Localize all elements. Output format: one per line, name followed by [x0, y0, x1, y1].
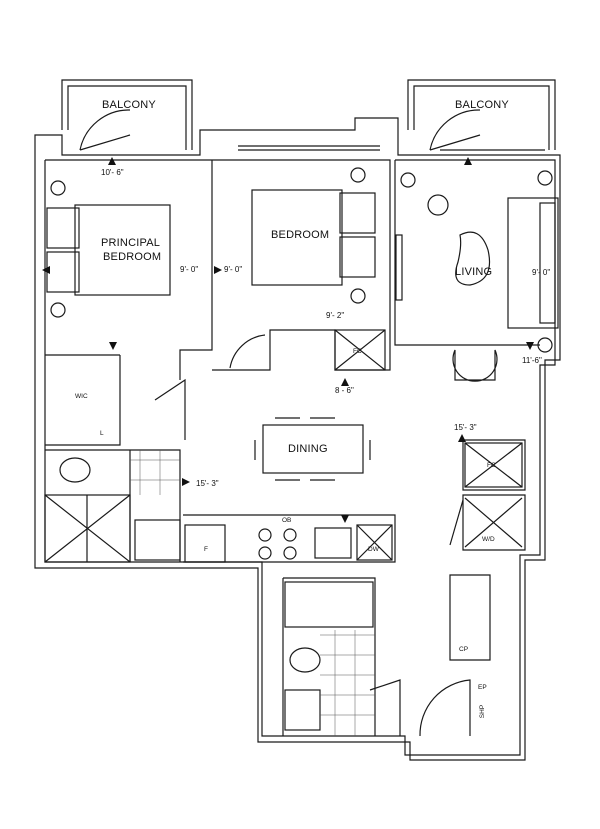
hall-fc	[464, 442, 523, 488]
dim-right-closet: 15'- 3"	[454, 423, 477, 432]
label-ep: EP	[478, 684, 487, 691]
dim-fc-top: 9'- 2"	[326, 311, 345, 320]
wall-bath2	[282, 577, 376, 736]
wall-fc-hall	[462, 439, 526, 491]
label-cp: CP	[459, 646, 469, 653]
principal-side-table-top	[46, 207, 80, 249]
burner-2	[283, 528, 297, 542]
dishwasher	[356, 524, 393, 561]
dining-chairs	[254, 417, 371, 481]
label-linen: L	[100, 430, 104, 437]
door-bedroom	[229, 334, 266, 369]
label-principal-bedroom-2: BEDROOM	[103, 251, 162, 263]
marker	[214, 266, 222, 274]
label-wic: WIC	[75, 393, 88, 400]
burner-4	[283, 546, 297, 560]
burner-3	[258, 546, 272, 560]
balcony-right-door	[429, 109, 481, 151]
wall-wd	[462, 494, 526, 551]
column-markers	[50, 167, 553, 353]
burner-1	[258, 528, 272, 542]
sink	[314, 527, 352, 559]
marker	[458, 434, 466, 442]
label-fridge: F	[204, 546, 208, 553]
wall-living	[394, 160, 540, 346]
armchair	[452, 349, 498, 382]
balcony-left-rail	[61, 79, 193, 150]
label-balcony-right: BALCONY	[455, 99, 509, 111]
marker	[464, 157, 472, 165]
dim-principal-height: 9'- 0"	[180, 265, 199, 274]
label-balcony-left: BALCONY	[102, 99, 156, 111]
hall-fc-cross	[464, 442, 523, 488]
dim-bath-width: 15'- 3"	[196, 479, 219, 488]
label-wd: W/D	[482, 536, 495, 543]
vanity-1	[134, 519, 181, 561]
dim-living-height: 9'- 0"	[532, 268, 551, 277]
door-wd	[449, 499, 464, 546]
door-bath2	[369, 679, 401, 736]
wall-closet	[449, 574, 491, 661]
toilet-1	[59, 457, 91, 483]
label-dishwasher: DW	[368, 546, 379, 553]
label-oven: OB	[282, 517, 292, 524]
dim-fc-bottom: 8 - 6"	[335, 386, 354, 395]
label-principal-bedroom-1: PRINCIPAL	[101, 237, 161, 249]
marker	[182, 478, 190, 486]
toilet-2	[289, 647, 321, 673]
dining-table	[262, 424, 364, 474]
label-fc-hall: FC	[487, 462, 496, 469]
principal-side-table-bottom	[46, 251, 80, 293]
balcony-right-rail	[407, 79, 556, 150]
tv-unit	[395, 234, 403, 301]
tub	[284, 581, 374, 628]
bedroom-fc	[334, 329, 386, 371]
marker	[526, 342, 534, 350]
label-shp: SHP	[479, 704, 487, 719]
sofa-back	[539, 202, 556, 324]
label-fc-bedroom: FC	[353, 348, 362, 355]
dim-living-width: 11'-6"	[522, 356, 542, 365]
tile-grid-bath2	[320, 630, 375, 736]
coffee-table	[455, 231, 491, 286]
marker	[341, 515, 349, 523]
fc-cross	[334, 329, 386, 371]
marker	[341, 378, 349, 386]
bedroom-side-bottom	[339, 236, 376, 278]
exterior-wall	[34, 117, 561, 761]
door-entry-hall	[154, 378, 186, 440]
dim-bedroom-height: 9'- 0"	[224, 265, 243, 274]
label-dining: DINING	[288, 443, 328, 455]
dim-balcony-left: 10'- 6"	[101, 168, 124, 177]
fridge	[184, 524, 226, 563]
desk-chair	[427, 194, 449, 216]
door-entry	[419, 679, 471, 737]
label-bedroom: BEDROOM	[271, 229, 330, 241]
label-living: LIVING	[455, 266, 493, 278]
balcony-left-door	[79, 109, 131, 151]
window-strip	[238, 145, 545, 151]
marker	[42, 266, 50, 274]
bedroom-side-top	[339, 192, 376, 234]
shower-1-cross	[44, 494, 131, 563]
marker	[108, 157, 116, 165]
vanity-2	[284, 689, 321, 731]
principal-bed	[74, 204, 171, 296]
sofa	[507, 197, 559, 329]
exterior-wall-inner	[44, 159, 556, 756]
wall-kitchen	[183, 514, 396, 563]
wall-principal-bedroom	[45, 160, 213, 446]
dw-cross	[356, 524, 393, 561]
marker	[109, 342, 117, 350]
tile-grid-bath1	[130, 450, 180, 495]
wd-cross	[464, 497, 523, 548]
